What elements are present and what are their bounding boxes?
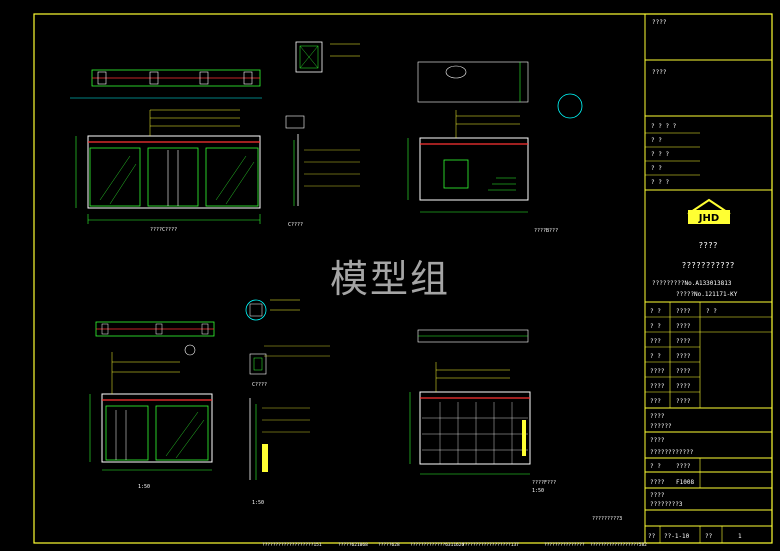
svg-text:????: ????	[676, 308, 691, 315]
svg-text:????: ????	[676, 323, 691, 330]
scale-value: ????	[676, 463, 691, 470]
svg-text:??????????????????582: ??????????????????582	[590, 542, 647, 548]
elevation-bottom-left: 1:50	[89, 321, 215, 490]
company-name: ????	[698, 241, 717, 250]
cert-line-1: ?????????No.A133013813	[652, 280, 732, 287]
tb-small-4: ? ?	[651, 165, 662, 172]
date-value: ????????3	[650, 501, 683, 508]
sheet-c: ??	[705, 533, 713, 540]
svg-text:????: ????	[676, 338, 691, 345]
signature-table: ? ? ???? ? ? ???? ??? ???? ? ? ???? ????…	[650, 308, 717, 405]
tb-small-1: ? ? ? ?	[651, 123, 677, 130]
svg-text:????: ????	[676, 353, 691, 360]
svg-text:????: ????	[676, 368, 691, 375]
svg-text:? ?: ? ?	[650, 308, 661, 315]
company-subtitle: ???????????	[682, 261, 735, 270]
elev-a-label: ????C????	[150, 227, 177, 233]
svg-text:?????????????6311626: ?????????????6311626	[410, 542, 464, 548]
sheet-b: ??-1-10	[664, 533, 690, 540]
number-value: F1008	[676, 479, 694, 486]
elevation-top-left: ????C????	[70, 69, 262, 233]
svg-text:??????????????????137: ??????????????????137	[462, 542, 519, 548]
svg-text:???: ???	[650, 398, 661, 405]
tb-small-5: ? ? ?	[651, 179, 669, 186]
detail-bottom-middle: C???? 1:50	[245, 299, 330, 506]
date-label: ????	[650, 492, 665, 499]
project-label: ????	[650, 413, 665, 420]
tb-small-3: ? ? ?	[651, 151, 669, 158]
cert-line-2: ?????No.121171-KY	[676, 291, 738, 298]
elev-g-label: ????F???	[532, 480, 556, 486]
tb-small-2: ? ?	[651, 137, 662, 144]
svg-text:? ?: ? ?	[706, 308, 717, 315]
svg-text:?????621068: ?????621068	[338, 542, 368, 548]
elev-c-label: ????B???	[534, 228, 558, 234]
svg-text:????: ????	[676, 398, 691, 405]
sheet-a: ??	[648, 533, 656, 540]
sheet-border	[33, 13, 773, 544]
svg-text:?????628: ?????628	[378, 542, 400, 548]
svg-text:???: ???	[650, 338, 661, 345]
svg-text:? ?: ? ?	[650, 353, 661, 360]
svg-text:????: ????	[650, 383, 665, 390]
elev-f-label: 1:50	[252, 500, 264, 506]
svg-text:????: ????	[650, 368, 665, 375]
footer-notes: ???????????????????151 ?????621068 ?????…	[262, 542, 647, 548]
company-logo: JHD	[687, 198, 731, 224]
elevation-top-right: ????B???	[407, 61, 583, 234]
title-block: JHD ???? ???? ? ? ? ? ? ? ? ? ? ? ? ? ? …	[645, 19, 772, 543]
svg-text:???????????????????151: ???????????????????151	[262, 542, 322, 548]
elevation-bottom-right: ????F??? 1:50	[409, 329, 556, 494]
svg-text:????: ????	[676, 383, 691, 390]
drawing-name: ????????????	[650, 449, 694, 456]
elev-h-label: 1:50	[532, 488, 544, 494]
drawing-stamp: ?????????3	[592, 516, 622, 522]
svg-text:???????????????: ???????????????	[544, 542, 585, 548]
project-name: ??????	[650, 423, 672, 430]
number-label: ????	[650, 479, 665, 486]
tb-row1: ????	[652, 19, 667, 26]
elev-b-label: C????	[288, 222, 303, 228]
tb-row2: ????	[652, 69, 667, 76]
detail-top-middle: C????	[285, 41, 360, 228]
drawing-label: ????	[650, 437, 665, 444]
elev-d-label: 1:50	[138, 484, 150, 490]
logo-text: JHD	[698, 213, 719, 224]
sheet-d: 1	[738, 533, 742, 540]
scale-label: ? ?	[650, 463, 661, 470]
elev-e-label: C????	[252, 382, 267, 388]
svg-text:? ?: ? ?	[650, 323, 661, 330]
